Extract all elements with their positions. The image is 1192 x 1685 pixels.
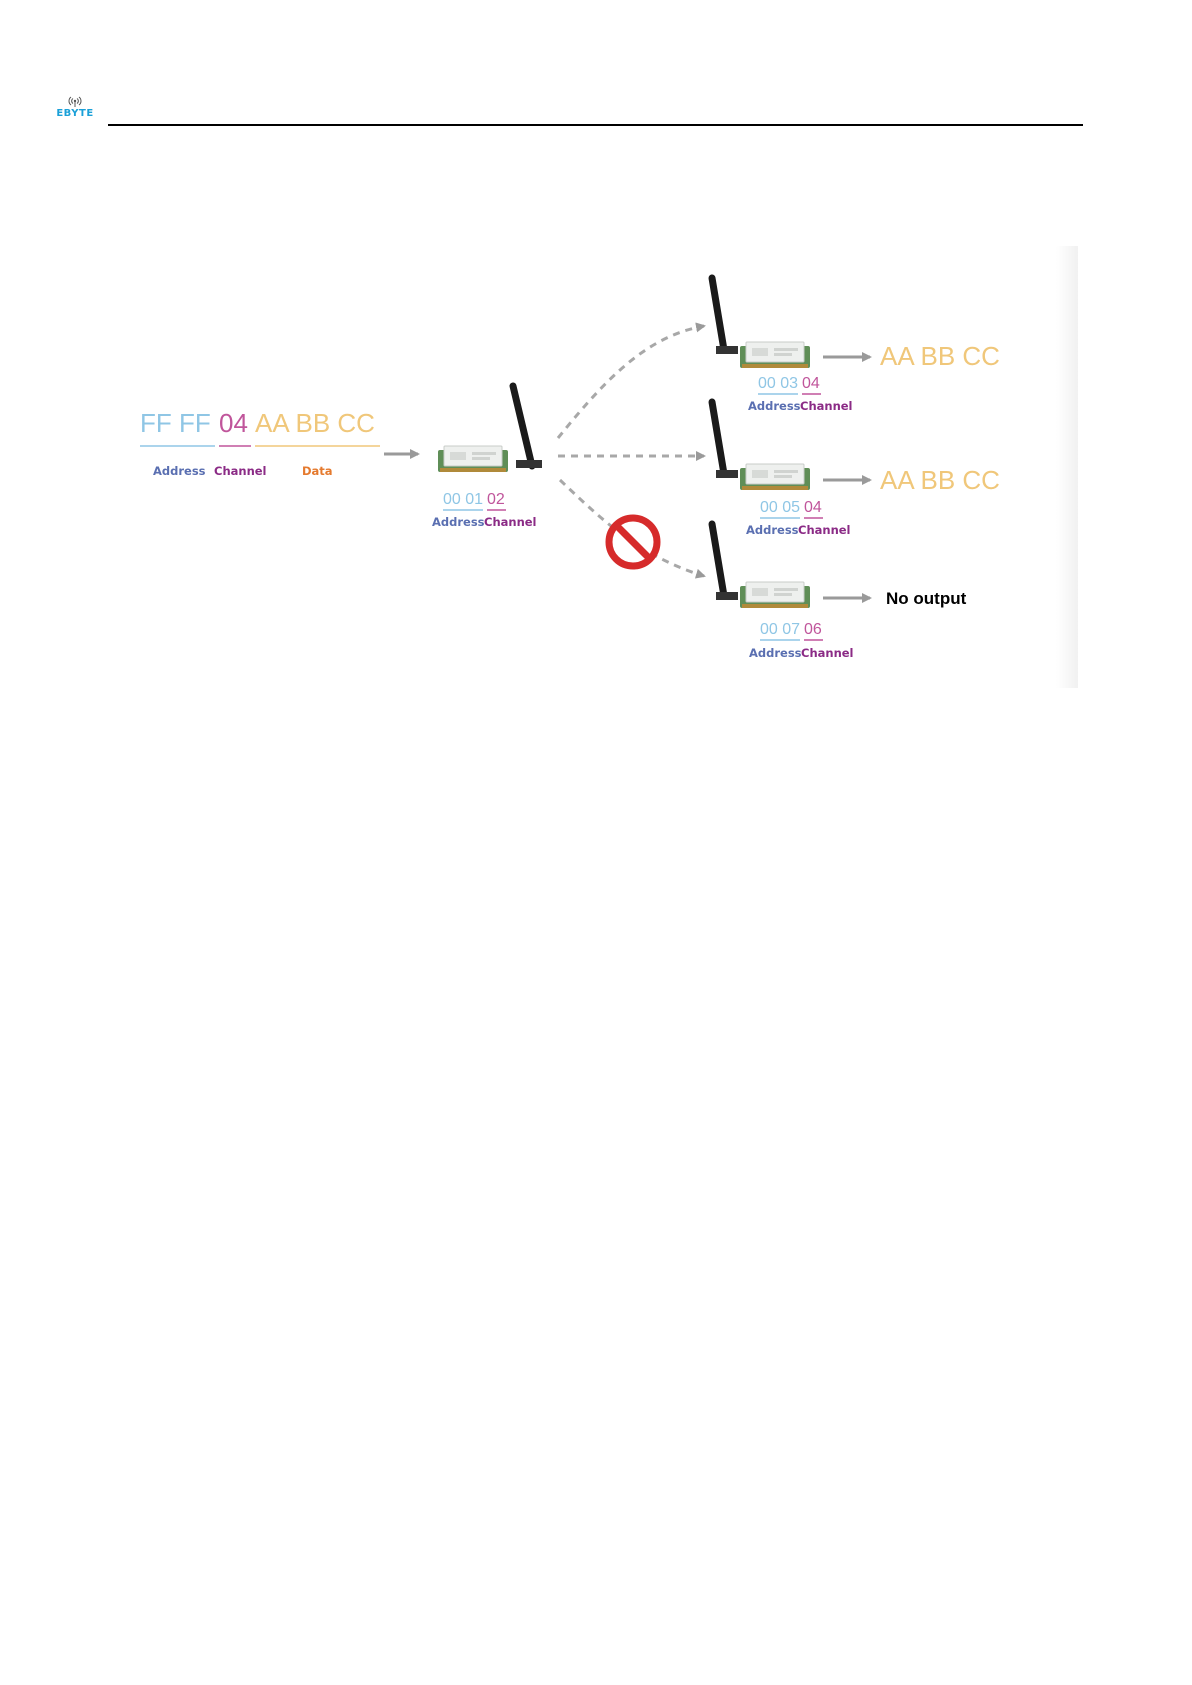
packet-channel-label: Channel	[214, 464, 267, 478]
receiver-1-address-label: Address	[748, 399, 801, 413]
receiver-1: AA BB CC 00 03 04 Address Channel	[712, 278, 1000, 413]
receiver-1-channel: 04	[802, 375, 820, 392]
wireless-module-icon	[740, 342, 810, 368]
prohibited-icon	[609, 518, 657, 566]
receiver-2-address-label: Address	[746, 523, 799, 537]
receiver-2: AA BB CC 00 05 04 Address Channel	[712, 402, 1000, 537]
receiver-3-address: 00 07	[760, 621, 800, 638]
path-to-receiver-1	[558, 326, 704, 438]
receiver-3-antenna	[712, 524, 724, 596]
packet: FF FF 04 AA BB CC Address Channel Data	[140, 408, 380, 478]
receiver-2-antenna-base	[716, 470, 738, 478]
sender-channel: 02	[487, 491, 505, 508]
receiver-2-antenna	[712, 402, 724, 474]
packet-address: FF FF	[140, 408, 211, 438]
packet-data-label: Data	[302, 464, 333, 478]
sender-address: 00 01	[443, 491, 483, 508]
receiver-3-channel: 06	[804, 621, 822, 638]
sender-channel-label: Channel	[484, 515, 537, 529]
receiver-1-output: AA BB CC	[880, 341, 1000, 371]
wireless-module-icon	[438, 446, 508, 472]
receiver-3-address-label: Address	[749, 646, 802, 660]
receiver-2-address: 00 05	[760, 499, 800, 516]
packet-address-label: Address	[153, 464, 206, 478]
ebyte-logo: EBYTE	[52, 96, 98, 122]
wireless-module-icon	[740, 582, 810, 608]
receiver-3-antenna-base	[716, 592, 738, 600]
sender-antenna-base	[516, 460, 542, 468]
receiver-2-channel-label: Channel	[798, 523, 851, 537]
addressing-diagram: FF FF 04 AA BB CC Address Channel Data 0…	[118, 246, 1078, 688]
receiver-3: No output 00 07 06 Address Channel	[712, 524, 967, 660]
receiver-1-antenna-base	[716, 346, 738, 354]
packet-channel: 04	[219, 408, 248, 438]
receiver-3-channel-label: Channel	[801, 646, 854, 660]
receiver-2-output: AA BB CC	[880, 465, 1000, 495]
receiver-3-output: No output	[886, 589, 967, 608]
sender-antenna	[513, 386, 532, 466]
wireless-module-icon	[740, 464, 810, 490]
receiver-2-channel: 04	[804, 499, 822, 516]
sender-module: 00 01 02 Address Channel	[432, 386, 542, 529]
header-rule	[108, 124, 1083, 126]
diagram-canvas: FF FF 04 AA BB CC Address Channel Data 0…	[118, 246, 1078, 688]
receiver-1-antenna	[712, 278, 724, 350]
sender-address-label: Address	[432, 515, 485, 529]
antenna-waves-icon	[68, 96, 82, 108]
receiver-1-address: 00 03	[758, 375, 798, 392]
logo-text: EBYTE	[52, 108, 98, 119]
packet-data: AA BB CC	[255, 408, 375, 438]
receiver-1-channel-label: Channel	[800, 399, 853, 413]
